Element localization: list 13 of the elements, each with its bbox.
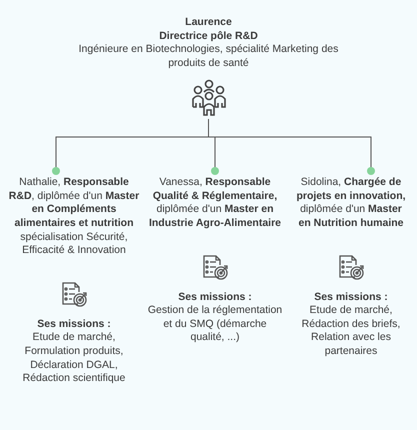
missions-heading: Ses missions : <box>36 318 112 332</box>
missions-list: Gestion de la réglementation et du SMQ (démarche qualité, ...) <box>146 304 284 346</box>
job-title: Directrice pôle R&D <box>158 30 259 44</box>
connector-line <box>208 118 375 175</box>
profile-text: Sidolina, Chargée de projets en innovation, diplômée d'un Master en Nutrition humaine <box>295 176 407 231</box>
qualification-text: Ingénieure en Biotechnologies, spécialité Marketing des produits de santé <box>78 43 340 71</box>
person-name: Laurence <box>184 16 233 30</box>
missions-list: Etude de marché, Rédaction des briefs, Relation avec les partenaires <box>292 304 410 359</box>
missions-heading: Ses missions : <box>177 290 253 304</box>
missions-heading: Ses missions : <box>313 290 389 304</box>
missions-list: Etude de marché, Formulation produits, Déclaration DGAL, Rédaction scientifique <box>6 331 142 386</box>
profile-text: Vanessa, Responsable Qualité & Réglementaire, diplômée d'un Master en Industrie Agro-Alimentaire <box>148 176 282 231</box>
profile-text: Nathalie, Responsable R&D, diplômée d'un Master en Compléments alimentaires et nutrition spécialisation Sécurité, Efficacité & Innovation <box>8 176 140 258</box>
